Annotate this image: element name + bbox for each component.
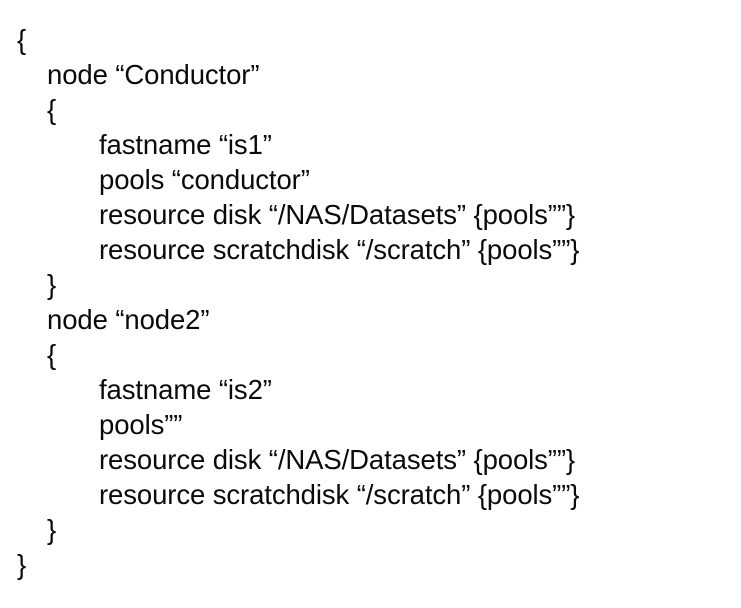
- code-line: {: [47, 339, 57, 370]
- code-line: pools””: [99, 409, 183, 440]
- code-line: fastname “is1”: [99, 129, 272, 160]
- code-line: }: [47, 269, 57, 300]
- code-line: node “node2”: [47, 304, 210, 335]
- code-line: {: [17, 24, 27, 55]
- code-line: {: [47, 94, 57, 125]
- code-line: resource disk “/NAS/Datasets” {pools””}: [99, 199, 576, 230]
- code-line: resource scratchdisk “/scratch” {pools””…: [99, 479, 580, 510]
- code-line: node “Conductor”: [47, 59, 260, 90]
- code-line: }: [17, 549, 27, 580]
- config-file-text: { node “Conductor” { fastname “is1” pools “c…: [17, 24, 580, 580]
- code-line: resource disk “/NAS/Datasets” {pools””}: [99, 444, 576, 475]
- code-line: }: [47, 514, 57, 545]
- code-line: resource scratchdisk “/scratch” {pools””…: [99, 234, 580, 265]
- code-line: fastname “is2”: [99, 374, 272, 405]
- code-line: pools “conductor”: [99, 164, 310, 195]
